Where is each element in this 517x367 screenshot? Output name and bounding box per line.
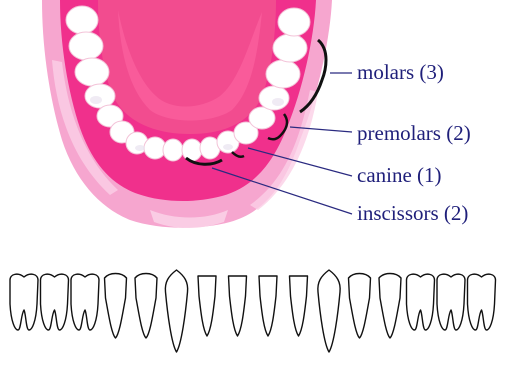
label-premolars: premolars (2) — [357, 123, 471, 144]
tooth — [273, 34, 307, 62]
incisor-tooth — [229, 276, 247, 336]
molar-tooth — [437, 274, 465, 330]
premolar-tooth — [379, 274, 401, 339]
incisor-tooth — [259, 276, 277, 336]
label-incisors: inscissors (2) — [357, 203, 468, 224]
incisor-tooth — [290, 276, 308, 336]
incisor-tooth — [198, 276, 216, 336]
molar-tooth — [407, 274, 435, 330]
premolar-tooth — [105, 274, 127, 339]
canine-tooth — [165, 270, 187, 352]
jaw-illustration — [42, 0, 332, 228]
tooth — [259, 86, 289, 110]
canine-tooth — [318, 270, 340, 352]
tooth — [75, 58, 109, 86]
molar-tooth — [468, 274, 496, 330]
premolar-tooth — [349, 274, 371, 339]
tooth — [182, 139, 202, 161]
tooth — [163, 139, 183, 161]
tooth — [249, 107, 275, 129]
label-molars: molars (3) — [357, 62, 444, 83]
tooth — [266, 60, 300, 88]
tooth — [69, 32, 103, 60]
label-canine: canine (1) — [357, 165, 442, 186]
tooth — [278, 8, 310, 36]
molar-tooth — [10, 274, 38, 330]
molar-tooth — [41, 274, 69, 330]
tooth — [66, 6, 98, 34]
molar-tooth — [71, 274, 99, 330]
premolar-tooth — [135, 274, 157, 339]
tooth — [85, 84, 115, 108]
tooth-row — [10, 270, 496, 352]
